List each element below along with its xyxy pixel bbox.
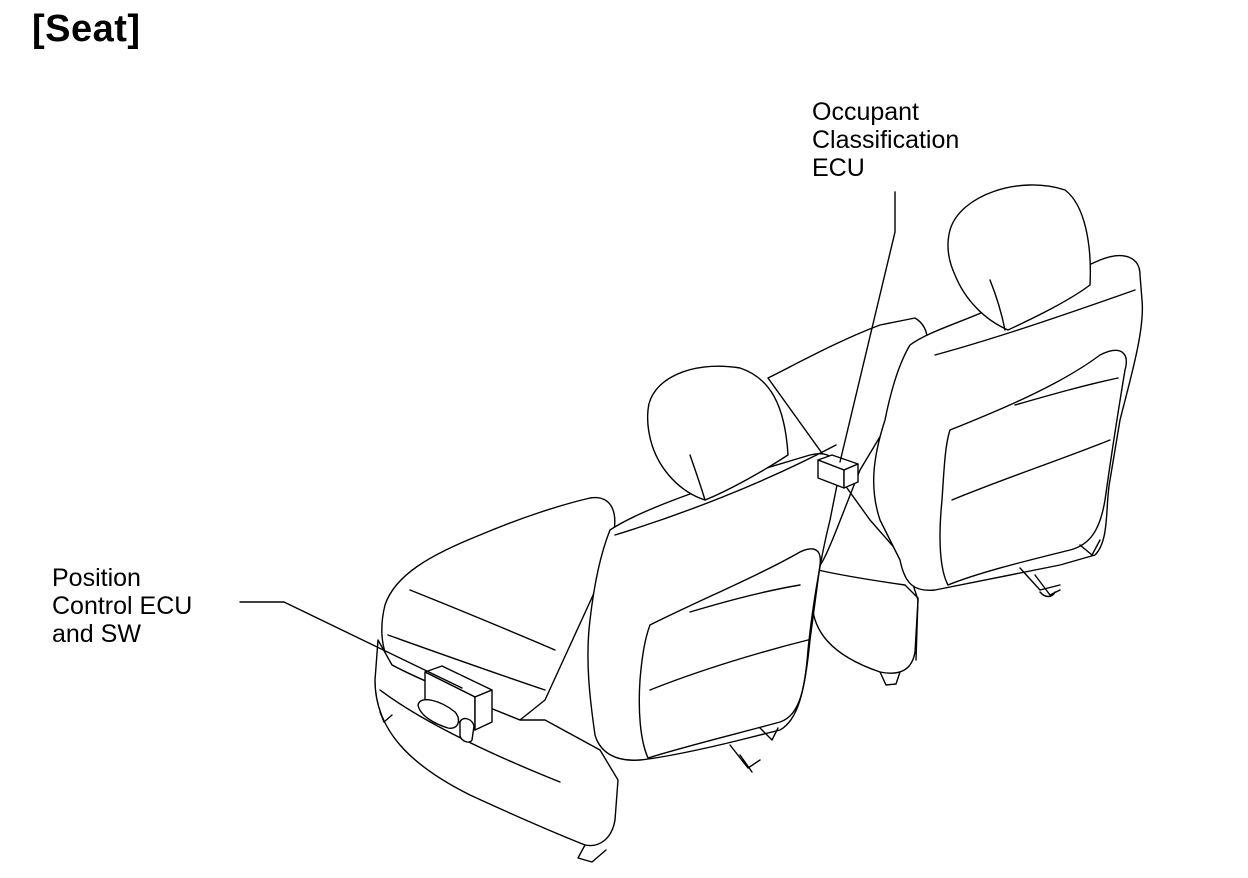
front-seat-cushion-seam — [409, 589, 556, 651]
label-line: Occupant — [812, 98, 920, 126]
seat-switch-knob — [417, 698, 460, 729]
rear-seat-back-seam — [1014, 377, 1119, 406]
diagram-title: [Seat] — [32, 8, 141, 50]
label-line: Classification — [812, 126, 960, 154]
rear-seat — [767, 184, 1144, 686]
rear-seat-back-panel — [939, 349, 1127, 586]
front-seat-back — [587, 453, 839, 761]
front-headrest — [646, 365, 789, 501]
label-line: ECU — [812, 154, 865, 182]
seat-switch-knob — [459, 717, 475, 743]
label-line: Control ECU — [52, 592, 193, 620]
front-seat-cushion-seam — [387, 634, 546, 691]
front-seat-back-seam — [649, 639, 809, 691]
front-seat-back-seam — [689, 584, 801, 613]
occupant-classification-ecu-label: Occupant Classification ECU — [812, 98, 959, 182]
position-control-ecu-box — [417, 665, 493, 743]
position-ecu-leader-line — [239, 601, 463, 689]
position-control-ecu-label: Position Control ECU and SW — [52, 564, 192, 648]
rear-headrest — [947, 184, 1092, 331]
label-line: and SW — [52, 620, 141, 648]
front-seat-top-seam — [614, 444, 837, 536]
rear-seat-back-seam — [951, 439, 1111, 501]
rear-seat-top-seam — [934, 289, 1136, 356]
rear-headrest-seam — [989, 279, 1006, 331]
front-seat-foot — [379, 711, 607, 863]
front-seat-back-panel — [638, 548, 822, 759]
label-line: Position — [52, 564, 141, 592]
front-seat-base-seam — [379, 689, 561, 783]
front-seat — [374, 365, 839, 863]
rear-seat-frame — [817, 569, 919, 686]
front-headrest-seam — [689, 454, 706, 501]
occupant-classification-ecu-box — [817, 454, 859, 489]
front-seat-rail — [729, 727, 779, 773]
rear-seat-rail — [1019, 539, 1101, 598]
occupant-ecu-leader-line — [839, 191, 896, 463]
